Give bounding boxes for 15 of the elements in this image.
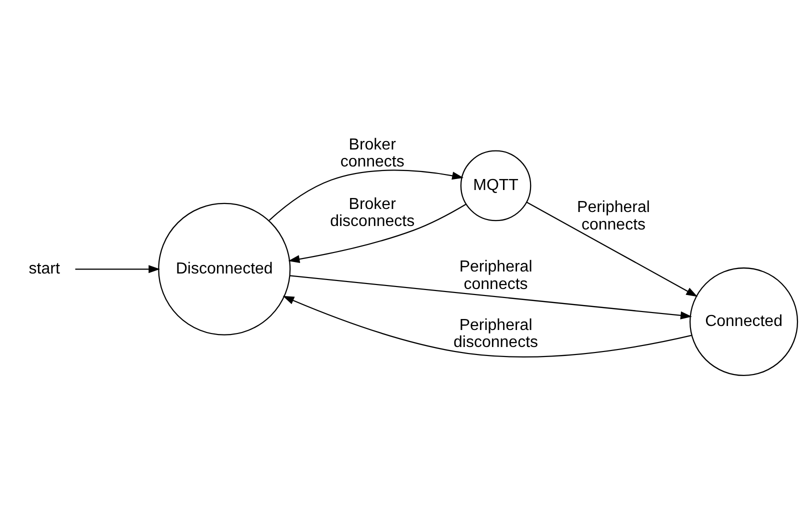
- arrow: [526, 202, 698, 297]
- arrow: [268, 170, 464, 221]
- edge-label: Peripheral connects: [459, 258, 532, 293]
- edge-label: Broker disconnects: [330, 196, 415, 230]
- node-circle: Disconnected: [158, 202, 291, 336]
- arrow: [288, 204, 466, 264]
- arrow: [290, 275, 692, 320]
- node-circle: Connected: [690, 267, 798, 376]
- node-text: start: [28, 260, 60, 278]
- edge-label: Peripheral connects: [577, 199, 650, 234]
- arrow: [282, 296, 692, 358]
- arrow: [75, 265, 160, 274]
- node-circle: MQTT: [460, 150, 532, 222]
- edge-label: Broker connects: [340, 136, 404, 171]
- edge-label: Peripheral disconnects: [454, 316, 538, 352]
